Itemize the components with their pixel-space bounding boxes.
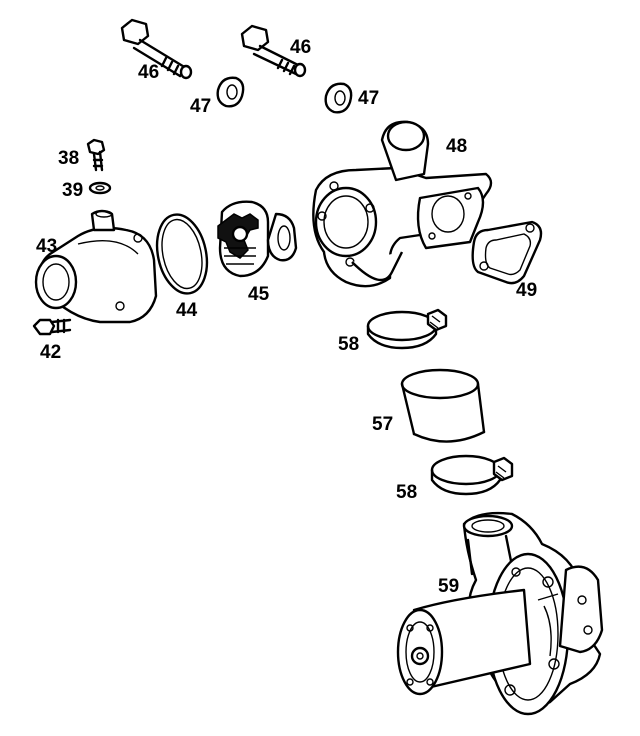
- callout-49: 49: [516, 280, 537, 301]
- bolt-46-right: [240, 24, 307, 78]
- callout-38: 38: [58, 148, 79, 169]
- thermostat-cover-43: [34, 209, 158, 324]
- callout-47-left: 47: [190, 96, 211, 117]
- clamp-58-lower: [430, 454, 514, 496]
- washer-39: [88, 181, 112, 195]
- callout-46-right: 46: [290, 37, 311, 58]
- callout-44: 44: [176, 300, 198, 321]
- callout-46-left: 46: [138, 62, 159, 83]
- washer-47-left: [216, 76, 245, 108]
- thermostat-45: [217, 200, 298, 278]
- oring-44: [155, 213, 209, 295]
- callout-58-upper: 58: [338, 334, 359, 355]
- bolt-38: [86, 138, 106, 172]
- water-pump-59: [396, 511, 604, 716]
- washer-47-right: [324, 82, 353, 114]
- callout-57: 57: [372, 414, 393, 435]
- callout-42: 42: [40, 342, 61, 363]
- callout-58-lower: 58: [396, 482, 417, 503]
- clamp-58-upper: [366, 308, 448, 350]
- thermostat-housing-48: [312, 120, 493, 288]
- hose-57: [400, 368, 486, 443]
- callout-47-right: 47: [358, 88, 379, 109]
- callout-48: 48: [446, 136, 467, 157]
- callout-45: 45: [248, 284, 270, 305]
- callout-39: 39: [62, 180, 83, 201]
- callout-59: 59: [438, 576, 459, 597]
- gasket-49: [471, 220, 543, 285]
- bolt-46-left: [120, 18, 193, 80]
- callout-43: 43: [36, 236, 57, 257]
- bolt-42: [32, 318, 72, 336]
